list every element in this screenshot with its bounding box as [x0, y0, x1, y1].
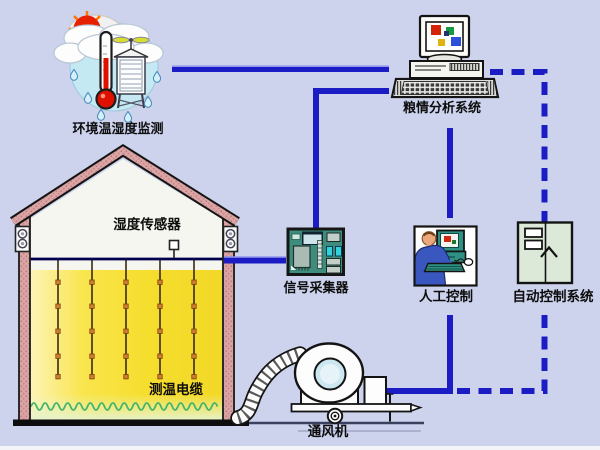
- up-arrow-icon: [540, 245, 558, 258]
- cable-sensor-dots: [55, 279, 197, 380]
- manual-control-label: 人工控制: [419, 289, 473, 305]
- humidity-sensor-label: 湿度传感器: [113, 217, 181, 233]
- humidity-sensor-icon: [168, 239, 180, 258]
- wind-vane-icon: [112, 36, 150, 44]
- roof: [10, 143, 240, 227]
- fan-trolley: [290, 393, 423, 425]
- fan-motor: [363, 376, 387, 407]
- wall-vent-right-icon: [222, 225, 239, 253]
- analysis-computer-icon: [390, 14, 500, 99]
- floor: [13, 419, 249, 426]
- signal-collector-icon: [286, 227, 345, 276]
- bottom-edge: [0, 446, 600, 450]
- weather-station-icon: [112, 36, 150, 109]
- aeration-duct-wave: [30, 402, 219, 411]
- fan-icon: [290, 342, 423, 425]
- temp-cable-label: 测温电缆: [149, 382, 203, 398]
- wall-vent-left-icon: [14, 225, 31, 253]
- connection-lines: [172, 65, 548, 394]
- operator-person: [415, 231, 466, 285]
- granary-illustration: [10, 143, 249, 426]
- manual-control-icon: [413, 225, 478, 287]
- signal-collector-label: 信号采集器: [283, 281, 349, 296]
- weather-monitoring-icon: [53, 11, 164, 123]
- fan-label: 通风机: [307, 424, 349, 440]
- screen-tiles: [431, 25, 461, 46]
- auto-control-label: 自动控制系统: [512, 289, 594, 305]
- analysis-system-label: 粮情分析系统: [402, 101, 481, 116]
- env-monitoring-label: 环境温湿度监测: [72, 122, 164, 137]
- flex-duct: [230, 346, 308, 426]
- thermometer-icon: [95, 30, 117, 110]
- auto-control-cabinet-icon: [516, 221, 574, 285]
